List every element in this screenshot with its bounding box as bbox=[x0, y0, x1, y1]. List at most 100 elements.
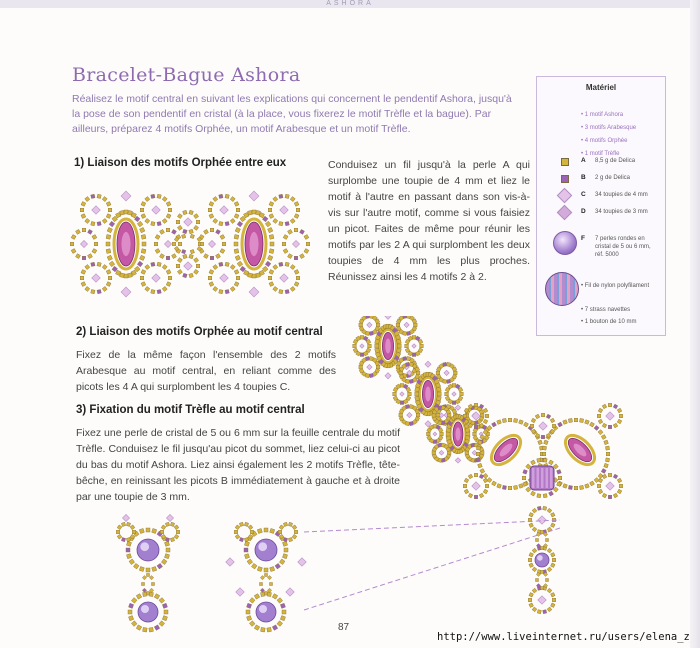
seed-bead bbox=[160, 534, 167, 540]
seed-bead bbox=[535, 578, 539, 582]
seed-bead bbox=[258, 212, 265, 219]
seed-bead bbox=[485, 484, 489, 488]
bead-swatch-b bbox=[561, 175, 569, 183]
seed-bead bbox=[476, 445, 481, 451]
seed-bead bbox=[478, 403, 485, 410]
seed-bead bbox=[84, 264, 91, 270]
seed-bead bbox=[372, 357, 378, 364]
seed-bead bbox=[244, 553, 250, 559]
seed-bead bbox=[556, 481, 562, 487]
toupie-bead bbox=[424, 360, 432, 368]
toupie-bead bbox=[366, 364, 373, 371]
seed-bead bbox=[414, 374, 420, 380]
toupie-bead bbox=[164, 240, 172, 248]
seed-bead bbox=[404, 347, 411, 354]
round-crystal bbox=[136, 538, 160, 562]
bead-text-a: 8,5 g de Delica bbox=[595, 158, 636, 164]
seed-bead bbox=[552, 463, 559, 470]
seed-bead bbox=[597, 414, 601, 418]
seed-bead bbox=[82, 227, 87, 232]
seed-bead bbox=[140, 201, 147, 207]
seed-bead bbox=[355, 350, 361, 357]
seed-bead bbox=[518, 419, 524, 425]
seed-bead bbox=[375, 351, 381, 358]
seed-bead bbox=[255, 210, 261, 216]
seed-bead bbox=[542, 493, 548, 499]
seed-bead bbox=[289, 286, 296, 292]
seed-bead bbox=[507, 418, 512, 423]
seed-bead bbox=[374, 347, 380, 354]
seed-bead bbox=[545, 432, 552, 439]
seed-bead bbox=[358, 322, 363, 327]
seed-bead bbox=[84, 218, 91, 224]
seed-bead bbox=[234, 524, 241, 530]
seed-bead bbox=[243, 547, 249, 553]
seed-bead bbox=[573, 418, 578, 423]
seed-bead bbox=[162, 615, 168, 621]
seed-bead bbox=[530, 417, 537, 424]
seed-bead bbox=[541, 435, 545, 439]
bracelet-assembly-diagram bbox=[352, 316, 623, 614]
page-title: Bracelet-Bague Ashora bbox=[72, 64, 301, 86]
seed-bead bbox=[597, 488, 604, 495]
center-stone-facet bbox=[532, 468, 535, 488]
section-1-body: Conduisez un fil jusqu'à la perle A qui … bbox=[328, 159, 530, 283]
page-gutter bbox=[690, 0, 700, 648]
seed-bead bbox=[358, 326, 365, 332]
seed-bead bbox=[268, 207, 273, 212]
seed-bead bbox=[193, 225, 199, 231]
orphee-loop bbox=[208, 193, 240, 227]
seed-bead bbox=[123, 209, 129, 215]
seed-bead bbox=[437, 427, 444, 433]
seed-bead bbox=[233, 248, 240, 254]
seed-bead bbox=[260, 575, 265, 581]
seed-bead bbox=[452, 400, 457, 405]
seed-bead bbox=[90, 289, 96, 295]
seed-bead bbox=[280, 615, 286, 621]
seed-bead bbox=[284, 221, 290, 227]
seed-bead bbox=[537, 609, 542, 614]
seed-bead bbox=[358, 318, 365, 324]
seed-bead bbox=[90, 221, 96, 227]
seed-bead bbox=[419, 344, 424, 349]
seed-bead bbox=[255, 272, 261, 278]
seed-bead bbox=[229, 196, 236, 202]
seed-bead bbox=[451, 374, 458, 380]
seed-bead bbox=[282, 242, 287, 247]
seed-bead bbox=[126, 553, 132, 559]
seed-bead bbox=[546, 606, 553, 613]
seed-bead bbox=[267, 254, 274, 261]
seed-bead bbox=[528, 598, 532, 602]
seed-bead bbox=[208, 281, 215, 287]
seed-bead bbox=[392, 392, 397, 397]
seed-bead bbox=[94, 241, 99, 246]
seed-bead bbox=[141, 582, 145, 586]
orphee-loop bbox=[358, 356, 381, 378]
source-url[interactable]: http://www.liveinternet.ru/users/elena_z… bbox=[437, 631, 700, 643]
seed-bead bbox=[597, 429, 604, 435]
seed-bead bbox=[140, 269, 147, 275]
seed-bead bbox=[140, 276, 145, 281]
seed-bead bbox=[536, 583, 541, 589]
seed-bead bbox=[528, 602, 534, 608]
seed-bead bbox=[411, 318, 418, 324]
seed-bead bbox=[465, 427, 471, 433]
seed-bead bbox=[224, 193, 230, 199]
seed-bead bbox=[218, 289, 224, 295]
toupie-bead bbox=[406, 412, 413, 419]
seed-bead bbox=[246, 603, 252, 609]
seed-bead bbox=[101, 218, 108, 224]
seed-bead bbox=[474, 425, 478, 429]
seed-bead bbox=[127, 210, 133, 216]
seed-bead bbox=[130, 269, 137, 276]
seed-bead bbox=[528, 522, 534, 528]
seed-bead bbox=[405, 378, 410, 384]
seed-bead bbox=[239, 215, 246, 223]
seed-bead bbox=[398, 370, 403, 375]
seed-bead bbox=[540, 570, 544, 574]
orphee-loop bbox=[79, 261, 113, 295]
seed-bead bbox=[208, 213, 215, 219]
seed-bead bbox=[417, 347, 424, 354]
seed-bead bbox=[91, 248, 98, 254]
toupie-bead bbox=[219, 273, 229, 283]
